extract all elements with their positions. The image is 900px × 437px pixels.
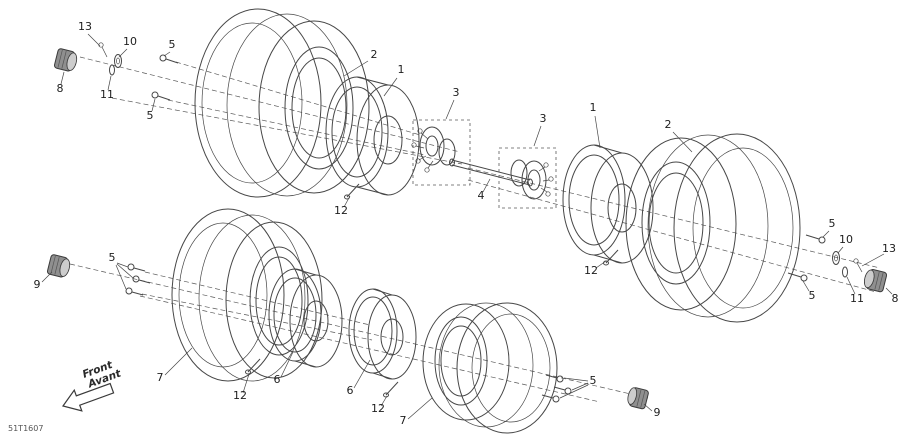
wheel-hub-left: [411, 119, 471, 186]
svg-text:11: 11: [850, 292, 864, 305]
svg-text:5: 5: [590, 374, 597, 387]
wheel-hub-right: [498, 147, 557, 209]
cotter-pin-13-right: [853, 258, 863, 273]
washer-10-left: [114, 54, 122, 68]
front-arrow: [62, 382, 115, 412]
rear-left-rim: [325, 76, 420, 196]
svg-text:4: 4: [478, 189, 485, 202]
svg-text:13: 13: [78, 20, 92, 33]
callout-9-bl: 9: [34, 271, 53, 291]
diagram-code: 51T1607: [8, 424, 43, 433]
svg-text:1: 1: [398, 63, 405, 76]
bolt-5-bottomright-group: [541, 374, 572, 403]
rear-right-tire: [625, 133, 801, 323]
callouts: 13 10 8 11 5 5 2 1 3 12 4 3 1 2 12 5 10 …: [34, 20, 899, 427]
callout-13-tl: 13: [78, 20, 101, 47]
svg-text:12: 12: [584, 264, 598, 277]
callout-8-tl: 8: [57, 71, 65, 95]
valve-screw-12-rear-right: [603, 249, 619, 266]
bolt-5-topleft-lower: [151, 91, 171, 101]
svg-text:1: 1: [590, 101, 597, 114]
front-right-tire: [422, 302, 558, 434]
callout-5-r-lower: 5: [802, 280, 816, 302]
valve-screw-12-front-b: [383, 381, 399, 398]
axle-shaft: [449, 158, 533, 187]
hub-cap-8-left: [53, 48, 78, 72]
callout-11-tl: 11: [100, 75, 114, 101]
callout-5-r-upper: 5: [822, 217, 836, 238]
hub-cap-9-right: [627, 387, 649, 410]
valve-screw-12-front-a: [245, 358, 261, 375]
svg-text:2: 2: [665, 118, 672, 131]
callout-3-right: 3: [533, 112, 547, 147]
bolt-5-right-lower: [787, 272, 808, 282]
svg-text:10: 10: [839, 233, 853, 246]
callout-13-r: 13: [861, 242, 896, 267]
svg-text:5: 5: [109, 251, 116, 264]
rear-right-rim: [562, 144, 654, 264]
svg-text:7: 7: [400, 414, 407, 427]
bolt-5-bottomleft-group: [125, 263, 151, 296]
svg-text:2: 2: [371, 48, 378, 61]
cotter-pin-13-left: [98, 42, 108, 58]
svg-text:12: 12: [334, 204, 348, 217]
callout-7-bl: 7: [157, 347, 193, 384]
front-rim-6-inner: [268, 268, 343, 368]
callout-3-left: 3: [445, 86, 460, 120]
svg-text:13: 13: [882, 242, 896, 255]
callout-8-r: 8: [885, 287, 899, 305]
callout-6-a: 6: [274, 351, 294, 386]
hub-cap-8-right: [863, 269, 888, 293]
svg-text:10: 10: [123, 35, 137, 48]
svg-text:11: 11: [100, 88, 114, 101]
callout-5-tl-lower: 5: [147, 98, 156, 122]
svg-text:5: 5: [147, 109, 154, 122]
svg-text:6: 6: [347, 384, 354, 397]
svg-text:7: 7: [157, 371, 164, 384]
svg-text:9: 9: [654, 406, 661, 419]
callout-10-r: 10: [837, 233, 853, 254]
callout-10-tl: 10: [118, 35, 137, 58]
svg-text:5: 5: [829, 217, 836, 230]
callout-12-bl-a: 12: [233, 373, 250, 402]
svg-text:12: 12: [371, 402, 385, 415]
callout-11-r: 11: [846, 276, 864, 305]
callout-5-br: 5: [559, 374, 597, 399]
callout-5-bl: 5: [109, 251, 134, 290]
svg-text:6: 6: [274, 373, 281, 386]
callout-12-bl-b: 12: [371, 395, 388, 415]
front-left-tire: [171, 208, 323, 382]
svg-text:12: 12: [233, 389, 247, 402]
callout-7-br: 7: [400, 397, 433, 427]
spacer-11-left: [109, 64, 115, 76]
washer-10-right: [832, 251, 840, 265]
callout-9-br: 9: [643, 403, 661, 419]
svg-text:3: 3: [453, 86, 460, 99]
front-arrow-label: Front Avant: [81, 359, 124, 391]
svg-text:3: 3: [540, 112, 547, 125]
front-rim-6-outer: [348, 288, 417, 380]
callout-12-tl: 12: [334, 195, 351, 217]
rear-left-tire: [194, 8, 370, 198]
svg-text:9: 9: [34, 278, 41, 291]
callout-1-tr: 1: [590, 101, 601, 149]
bolt-5-topleft-upper: [159, 54, 179, 64]
callout-5-tl-upper: 5: [163, 38, 176, 57]
spacer-11-right: [842, 266, 848, 278]
svg-text:8: 8: [892, 292, 899, 305]
svg-text:5: 5: [169, 38, 176, 51]
hub-cap-9-left: [46, 254, 71, 278]
callout-4: 4: [478, 178, 491, 202]
callout-2-tr: 2: [665, 118, 693, 153]
callout-12-tr: 12: [584, 260, 607, 277]
svg-text:8: 8: [57, 82, 64, 95]
bolt-5-right-upper: [805, 234, 826, 244]
callout-2-tl: 2: [343, 48, 378, 77]
callout-1-tl: 1: [383, 63, 405, 97]
callout-6-b: 6: [347, 359, 371, 397]
svg-text:5: 5: [809, 289, 816, 302]
